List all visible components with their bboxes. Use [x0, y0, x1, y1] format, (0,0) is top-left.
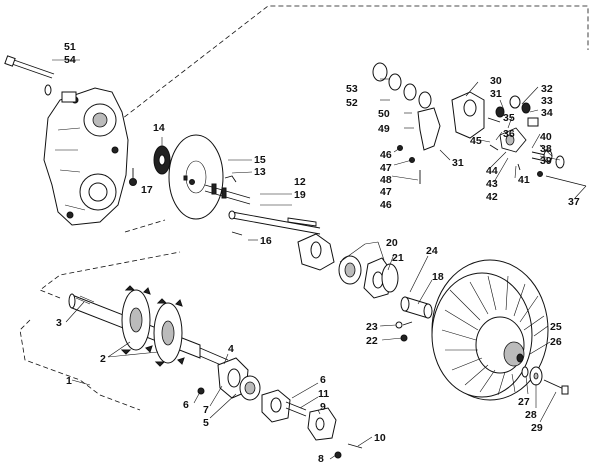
brake-disc	[168, 134, 224, 220]
callout-15: 15	[254, 154, 266, 166]
callout-35: 35	[503, 112, 515, 124]
callout-20: 20	[386, 237, 398, 249]
callout-5: 5	[203, 417, 209, 429]
clutch-retaining-hardware	[521, 366, 569, 395]
callout-17: 17	[141, 184, 153, 196]
callout-4: 4	[228, 343, 234, 355]
callout-11: 11	[318, 388, 329, 400]
callout-31: 31	[490, 88, 502, 100]
leader-lines	[52, 59, 587, 460]
callout-6-left: 7	[203, 404, 209, 416]
jackshaft-tube	[228, 210, 321, 235]
callout-32: 32	[541, 83, 553, 95]
track-drive-sprockets	[120, 285, 185, 367]
callout-14: 14	[153, 122, 165, 134]
callout-43: 43	[486, 178, 498, 190]
callout-46-lower: 46	[380, 199, 392, 211]
callout-52: 52	[346, 97, 358, 109]
gearcase-bolt	[4, 55, 55, 96]
callout-44: 44	[486, 165, 498, 177]
lower-bearing-assembly	[217, 357, 337, 441]
callout-51: 51	[64, 41, 76, 53]
callout-12: 12	[294, 176, 306, 188]
driven-clutch	[431, 259, 549, 401]
bolt-17	[129, 168, 137, 186]
callout-25: 25	[550, 321, 562, 333]
callout-42: 42	[486, 191, 498, 203]
callout-45: 45	[470, 135, 482, 147]
callout-21: 21	[392, 252, 404, 264]
brake-caliper-group	[372, 62, 587, 187]
callout-37: 37	[568, 196, 580, 208]
callout-3: 3	[56, 317, 62, 329]
callout-40: 40	[540, 131, 552, 143]
callout-47-lower: 47	[380, 186, 392, 198]
callout-16: 16	[260, 235, 272, 247]
callout-13: 13	[254, 166, 266, 178]
callout-9: 9	[320, 401, 326, 413]
bearing-housing-upper	[297, 233, 399, 299]
callout-49: 49	[378, 123, 390, 135]
callout-labels: 51 54 14 15 13 17 12 19 16 53 52 50 49 3…	[56, 41, 580, 465]
callout-2: 2	[100, 353, 106, 365]
callout-1: 1	[66, 375, 72, 387]
callout-31-lower: 31	[452, 157, 464, 169]
spacer-sleeve	[400, 296, 433, 319]
callout-7: 6	[183, 399, 189, 411]
callout-26: 26	[550, 336, 562, 348]
callout-18: 18	[432, 271, 444, 283]
pin-16	[231, 231, 243, 236]
callout-19: 19	[294, 189, 306, 201]
callout-36: 36	[503, 128, 515, 140]
callout-6-right: 6	[320, 374, 326, 386]
assembly-boundary-lines	[19, 5, 589, 411]
callout-47-upper: 47	[380, 162, 392, 174]
gearcase-housing	[43, 87, 129, 226]
callout-10: 10	[374, 432, 386, 444]
callout-39: 39	[540, 155, 552, 167]
callout-22: 22	[366, 335, 378, 347]
callout-38: 38	[540, 143, 552, 155]
driveshaft-sprocket	[153, 145, 171, 175]
callout-48: 48	[380, 174, 392, 186]
brake-shaft	[204, 175, 251, 205]
callout-29: 29	[531, 422, 543, 434]
callout-54: 54	[64, 54, 76, 66]
callout-8: 8	[318, 453, 324, 465]
callout-27: 27	[518, 396, 530, 408]
callout-41: 41	[518, 174, 530, 186]
callout-28: 28	[525, 409, 537, 421]
callout-24: 24	[426, 245, 438, 257]
callout-30: 30	[490, 75, 502, 87]
callout-46-upper: 46	[380, 149, 392, 161]
callout-34: 34	[541, 107, 553, 119]
callout-23: 23	[366, 321, 378, 333]
callout-50: 50	[378, 108, 390, 120]
callout-33: 33	[541, 95, 553, 107]
callout-53: 53	[346, 83, 358, 95]
